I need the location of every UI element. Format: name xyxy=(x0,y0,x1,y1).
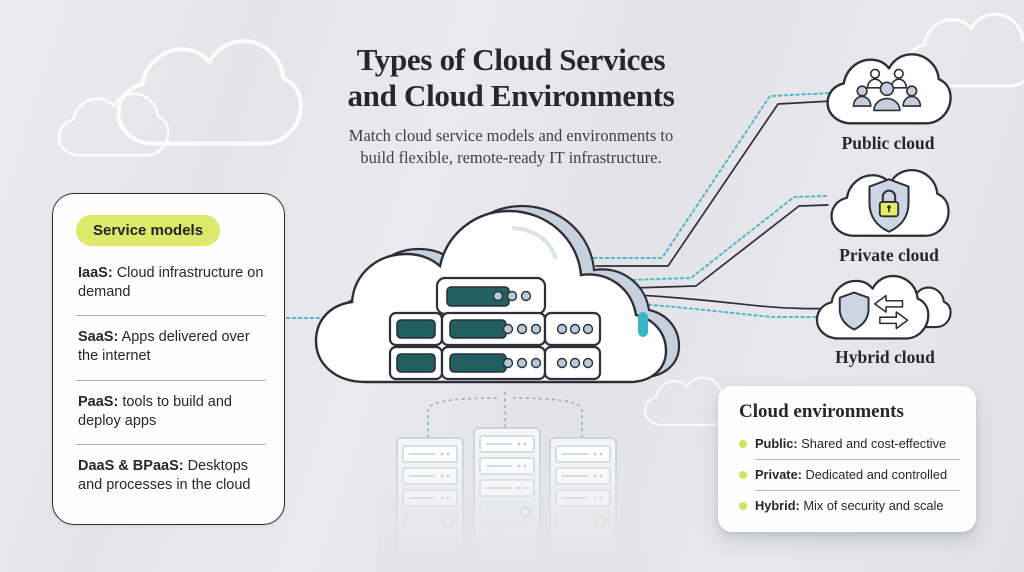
private-cloud-label: Private cloud xyxy=(839,245,939,265)
page-title: Types of Cloud Services and Cloud Enviro… xyxy=(285,42,737,114)
header: Types of Cloud Services and Cloud Enviro… xyxy=(285,42,737,168)
cloud-outline xyxy=(815,274,930,340)
environment-desc: Shared and cost-effective xyxy=(801,436,947,451)
environment-item-hybrid: Hybrid: Mix of security and scale xyxy=(739,491,960,521)
bullet-dot-icon xyxy=(739,501,747,510)
service-model-term: IaaS: xyxy=(78,265,113,281)
public-cloud-icon xyxy=(826,53,952,125)
shield-arrows-icon xyxy=(838,291,909,331)
cloud-server-illustration xyxy=(314,204,681,572)
title-line-1: Types of Cloud Services xyxy=(356,42,666,77)
service-model-desc: Apps delivered over the internet xyxy=(78,329,250,365)
cable-hybrid-solid xyxy=(619,293,846,310)
cable-hybrid-dotted xyxy=(624,302,841,318)
environment-term: Public: xyxy=(755,436,798,451)
teal-accent xyxy=(638,312,648,337)
service-models-badge: Service models xyxy=(76,215,221,246)
divider xyxy=(755,490,960,491)
environment-item-private: Private: Dedicated and controlled xyxy=(739,460,960,490)
environment-item-public: Public: Shared and cost-effective xyxy=(739,429,960,459)
shield-lock-icon xyxy=(868,178,910,233)
server-stack xyxy=(388,276,602,381)
environment-text: Private: Dedicated and controlled xyxy=(755,467,947,482)
divider xyxy=(755,459,960,460)
subtitle-line-2: build flexible, remote-ready IT infrastr… xyxy=(360,147,662,167)
hybrid-cloud-label: Hybrid cloud xyxy=(835,347,935,367)
bullet-dot-icon xyxy=(739,470,747,479)
cloud-type-hybrid: Hybrid cloud xyxy=(812,274,958,368)
service-model-item-daas: DaaS & BPaaS: Desktops and processes in … xyxy=(76,445,266,508)
environment-term: Hybrid: xyxy=(755,498,800,513)
service-model-desc: tools to build and deploy apps xyxy=(78,393,232,429)
private-cloud-icon xyxy=(830,168,950,237)
cloud-environments-title: Cloud environments xyxy=(739,401,904,422)
cloud-shine xyxy=(512,226,557,259)
environment-text: Hybrid: Mix of security and scale xyxy=(755,498,943,513)
cable-private-dotted xyxy=(597,195,827,282)
public-cloud-label: Public cloud xyxy=(841,133,935,153)
service-model-term: PaaS: xyxy=(78,393,119,410)
environment-text: Public: Shared and cost-effective xyxy=(755,436,946,451)
cloud-type-public: Public cloud xyxy=(822,50,954,154)
service-model-item-paas: PaaS: tools to build and deploy apps xyxy=(76,381,266,445)
environment-desc: Mix of security and scale xyxy=(803,498,944,513)
bullet-dot-icon xyxy=(739,439,747,448)
service-model-desc: Desktops and processes in the cloud xyxy=(78,457,251,493)
hybrid-cloud-icon xyxy=(815,274,952,340)
service-model-term: SaaS: xyxy=(78,329,119,346)
tower-fade-overlay xyxy=(378,448,644,572)
cloud-environments-panel: Cloud environments Public: Shared and co… xyxy=(718,386,976,532)
page-subtitle: Match cloud service models and environme… xyxy=(285,125,737,169)
cloud-type-private: Private cloud xyxy=(826,166,952,266)
title-line-2: and Cloud Environments xyxy=(347,77,675,113)
service-model-desc: Cloud infrastructure on demand xyxy=(78,265,264,301)
subtitle-line-1: Match cloud service models and environme… xyxy=(348,125,674,145)
environment-desc: Dedicated and controlled xyxy=(805,467,948,482)
service-models-panel: Service models IaaS: Cloud infrastructur… xyxy=(52,193,285,525)
cable-public-dotted xyxy=(593,92,832,259)
cable-private-solid xyxy=(599,204,829,290)
service-model-item-iaas: IaaS: Cloud infrastructure on demand xyxy=(76,252,266,317)
service-model-item-saas: SaaS: Apps delivered over the internet xyxy=(76,316,266,381)
cable-public-solid xyxy=(595,100,833,267)
drop-links xyxy=(427,392,583,438)
service-model-term: DaaS & BPaaS: xyxy=(78,457,184,474)
users-icon xyxy=(852,68,922,112)
environment-term: Private: xyxy=(755,467,802,482)
